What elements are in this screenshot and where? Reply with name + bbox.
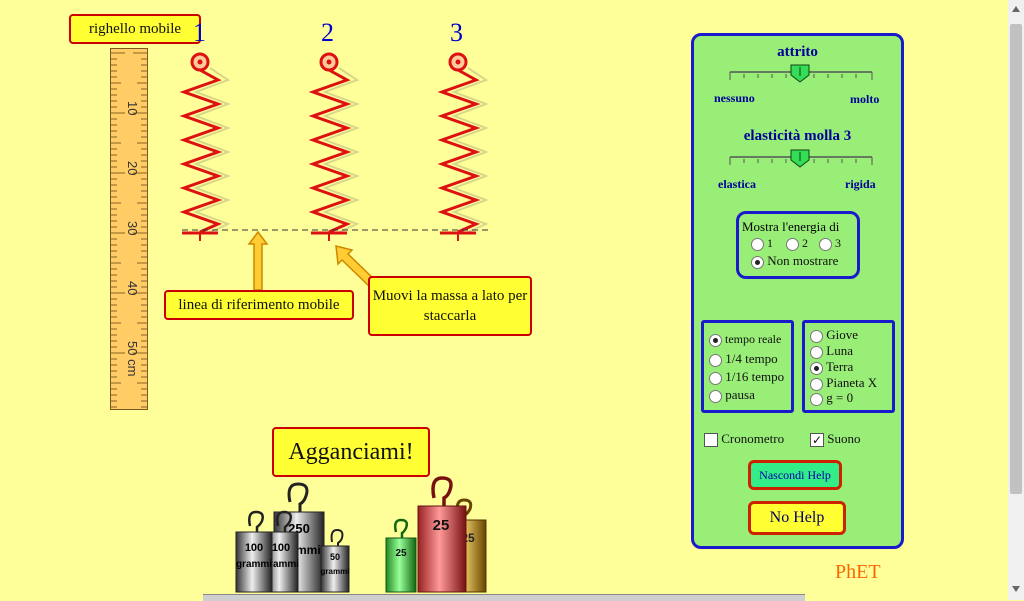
stiffness-min-label: elastica bbox=[718, 177, 756, 191]
energy-radio-1[interactable] bbox=[751, 237, 764, 251]
movable-ruler[interactable]: 10 20 30 40 50 cm bbox=[110, 48, 148, 410]
time-option-quarter[interactable]: 1/4 tempo bbox=[709, 351, 778, 367]
gravity-option-moon[interactable]: Luna bbox=[810, 343, 853, 359]
friction-slider[interactable] bbox=[728, 64, 878, 88]
gravity-radio-jupiter[interactable] bbox=[810, 329, 823, 343]
friction-slider-thumb[interactable] bbox=[790, 64, 810, 83]
spring-1-shadow bbox=[193, 67, 231, 233]
gravity-radio-earth[interactable] bbox=[810, 361, 823, 375]
svg-text:grammi: grammi bbox=[321, 567, 350, 576]
gravity-option-jupiter[interactable]: Giove bbox=[810, 327, 858, 343]
scroll-down-icon[interactable] bbox=[1012, 586, 1020, 592]
time-option-sixteenth[interactable]: 1/16 tempo bbox=[709, 369, 784, 385]
gravity-radio-zero[interactable] bbox=[810, 392, 823, 406]
spring-3 bbox=[437, 52, 481, 241]
spring-area bbox=[179, 52, 492, 291]
ruler-ticks bbox=[111, 52, 147, 408]
time-radio-pause[interactable] bbox=[709, 389, 722, 403]
svg-text:25: 25 bbox=[433, 517, 450, 534]
time-option-realtime[interactable]: tempo reale bbox=[709, 332, 781, 347]
sound-checkbox[interactable]: ✓ bbox=[810, 433, 824, 448]
svg-text:100: 100 bbox=[272, 542, 290, 554]
energy-option-3[interactable]: 3 bbox=[819, 236, 841, 251]
scrollbar-thumb[interactable] bbox=[1010, 24, 1022, 494]
energy-radio-3[interactable] bbox=[819, 237, 832, 251]
mass-25g-red[interactable]: 25 bbox=[417, 476, 467, 593]
friction-min-label: nessuno bbox=[714, 91, 755, 105]
gravity-option-planet-x[interactable]: Pianeta X bbox=[810, 375, 877, 391]
friction-title: attrito bbox=[777, 44, 818, 60]
time-speed-group: tempo reale 1/4 tempo 1/16 tempo pausa bbox=[701, 320, 794, 413]
stiffness-title: elasticità molla 3 bbox=[743, 128, 852, 144]
energy-option-2[interactable]: 2 bbox=[786, 236, 808, 251]
energy-radio-none[interactable] bbox=[751, 255, 764, 269]
stopwatch-checkbox[interactable] bbox=[704, 433, 718, 448]
spring-2-label: 2 bbox=[321, 18, 334, 47]
no-help-button[interactable]: No Help bbox=[748, 501, 846, 535]
mass-shelf: 250 grammi 100 grammi 100 grammi 50 gram… bbox=[235, 476, 487, 593]
gravity-group: Giove Luna Terra Pianeta X g = 0 bbox=[802, 320, 895, 413]
svg-text:grammi: grammi bbox=[263, 559, 299, 570]
mass-50g[interactable]: 50 grammi bbox=[320, 528, 350, 593]
spring-3-label: 3 bbox=[450, 18, 463, 47]
spring-1-label: 1 bbox=[193, 18, 206, 47]
energy-title: Mostra l'energia di bbox=[742, 219, 840, 234]
svg-text:100: 100 bbox=[245, 542, 263, 554]
time-radio-sixteenth[interactable] bbox=[709, 371, 722, 385]
time-radio-realtime[interactable] bbox=[709, 333, 722, 347]
time-option-pause[interactable]: pausa bbox=[709, 387, 755, 403]
gravity-radio-moon[interactable] bbox=[810, 345, 823, 359]
energy-group: Mostra l'energia di 1 2 3 Non mostrare bbox=[736, 211, 860, 279]
spring-1 bbox=[179, 52, 223, 241]
hook-hint-label: Agganciami! bbox=[272, 427, 430, 477]
friction-max-label: molto bbox=[850, 92, 880, 106]
reference-arrow bbox=[247, 230, 269, 291]
ruler-label: righello mobile bbox=[69, 14, 201, 44]
time-radio-quarter[interactable] bbox=[709, 353, 722, 367]
svg-text:50: 50 bbox=[330, 552, 340, 562]
gravity-radio-planet-x[interactable] bbox=[810, 377, 823, 391]
control-panel: attrito nessuno molto elasticità molla 3… bbox=[691, 33, 904, 549]
stiffness-slider[interactable] bbox=[728, 149, 878, 173]
sound-toggle[interactable]: ✓ Suono bbox=[810, 431, 861, 448]
energy-option-1[interactable]: 1 bbox=[751, 236, 773, 251]
svg-text:grammi: grammi bbox=[236, 559, 272, 570]
stopwatch-toggle[interactable]: Cronometro bbox=[704, 431, 784, 448]
spring-3-shadow bbox=[451, 67, 489, 233]
energy-radio-2[interactable] bbox=[786, 237, 799, 251]
scroll-up-icon[interactable] bbox=[1012, 6, 1020, 12]
reference-line-label: linea di riferimento mobile bbox=[164, 290, 354, 320]
mass-100g-front[interactable]: 100 grammi bbox=[235, 510, 273, 593]
drag-hint-label: Muovi la massa a lato per staccarla bbox=[368, 276, 532, 336]
svg-text:25: 25 bbox=[395, 548, 407, 559]
hide-help-button[interactable]: Nascondi Help bbox=[748, 460, 842, 490]
gravity-option-earth[interactable]: Terra bbox=[810, 359, 853, 375]
mass-25g-green[interactable]: 25 bbox=[385, 518, 417, 593]
phet-logo: PhET bbox=[835, 561, 881, 583]
spring-2 bbox=[308, 52, 352, 241]
stiffness-slider-thumb[interactable] bbox=[790, 149, 810, 168]
bottom-toolbar bbox=[203, 594, 805, 601]
gravity-option-zero[interactable]: g = 0 bbox=[810, 390, 853, 406]
vertical-scrollbar[interactable] bbox=[1008, 0, 1024, 600]
stiffness-max-label: rigida bbox=[845, 177, 876, 191]
spring-2-shadow bbox=[322, 67, 360, 233]
energy-option-none[interactable]: Non mostrare bbox=[751, 253, 838, 269]
